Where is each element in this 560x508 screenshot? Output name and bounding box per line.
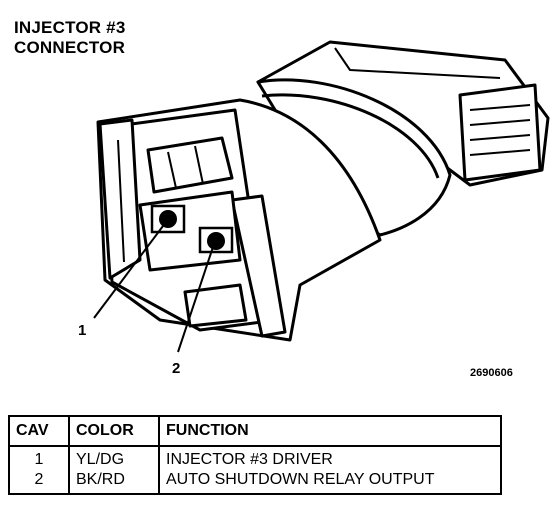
collar-ring xyxy=(261,93,440,179)
callout-2: 2 xyxy=(172,360,181,377)
bottom-key xyxy=(183,283,248,328)
connector-collar xyxy=(256,78,452,237)
rear-latch-ribs xyxy=(469,104,531,156)
rear-latch xyxy=(458,83,542,182)
top-tab xyxy=(146,136,234,194)
rear-rib xyxy=(334,47,501,79)
table-row: 1 2 YL/DG BK/RD INJECTOR #3 DRIVER AUTO … xyxy=(8,446,502,495)
header-cav: CAV xyxy=(8,415,70,447)
function-1: INJECTOR #3 DRIVER xyxy=(166,451,333,468)
pinout-table: CAV COLOR FUNCTION 1 2 YL/DG BK/RD INJEC… xyxy=(8,415,502,495)
left-latch-inner xyxy=(117,139,125,263)
table-header-row: CAV COLOR FUNCTION xyxy=(8,415,502,447)
diagram-title: INJECTOR #3 CONNECTOR xyxy=(14,18,125,58)
terminal-1 xyxy=(159,210,177,228)
leader-line-2 xyxy=(177,243,215,353)
color-2: BK/RD xyxy=(76,471,125,488)
connector-illustration xyxy=(93,40,550,353)
top-tab-line xyxy=(167,145,204,189)
color-cell: YL/DG BK/RD xyxy=(68,446,160,495)
color-1: YL/DG xyxy=(76,451,125,468)
leader-line-1 xyxy=(93,221,167,319)
figure-id: 2690606 xyxy=(470,367,513,379)
function-cell: INJECTOR #3 DRIVER AUTO SHUTDOWN RELAY O… xyxy=(158,446,502,495)
header-function: FUNCTION xyxy=(158,415,502,447)
cav-1: 1 xyxy=(34,451,44,468)
title-line-2: CONNECTOR xyxy=(14,38,126,57)
cav-cell: 1 2 xyxy=(8,446,70,495)
right-post xyxy=(230,194,287,338)
header-color: COLOR xyxy=(68,415,160,447)
callout-1: 1 xyxy=(78,322,87,339)
title-line-1: INJECTOR #3 xyxy=(14,18,126,37)
function-2: AUTO SHUTDOWN RELAY OUTPUT xyxy=(166,471,435,488)
terminal-2 xyxy=(207,232,225,250)
cav-2: 2 xyxy=(34,471,44,488)
